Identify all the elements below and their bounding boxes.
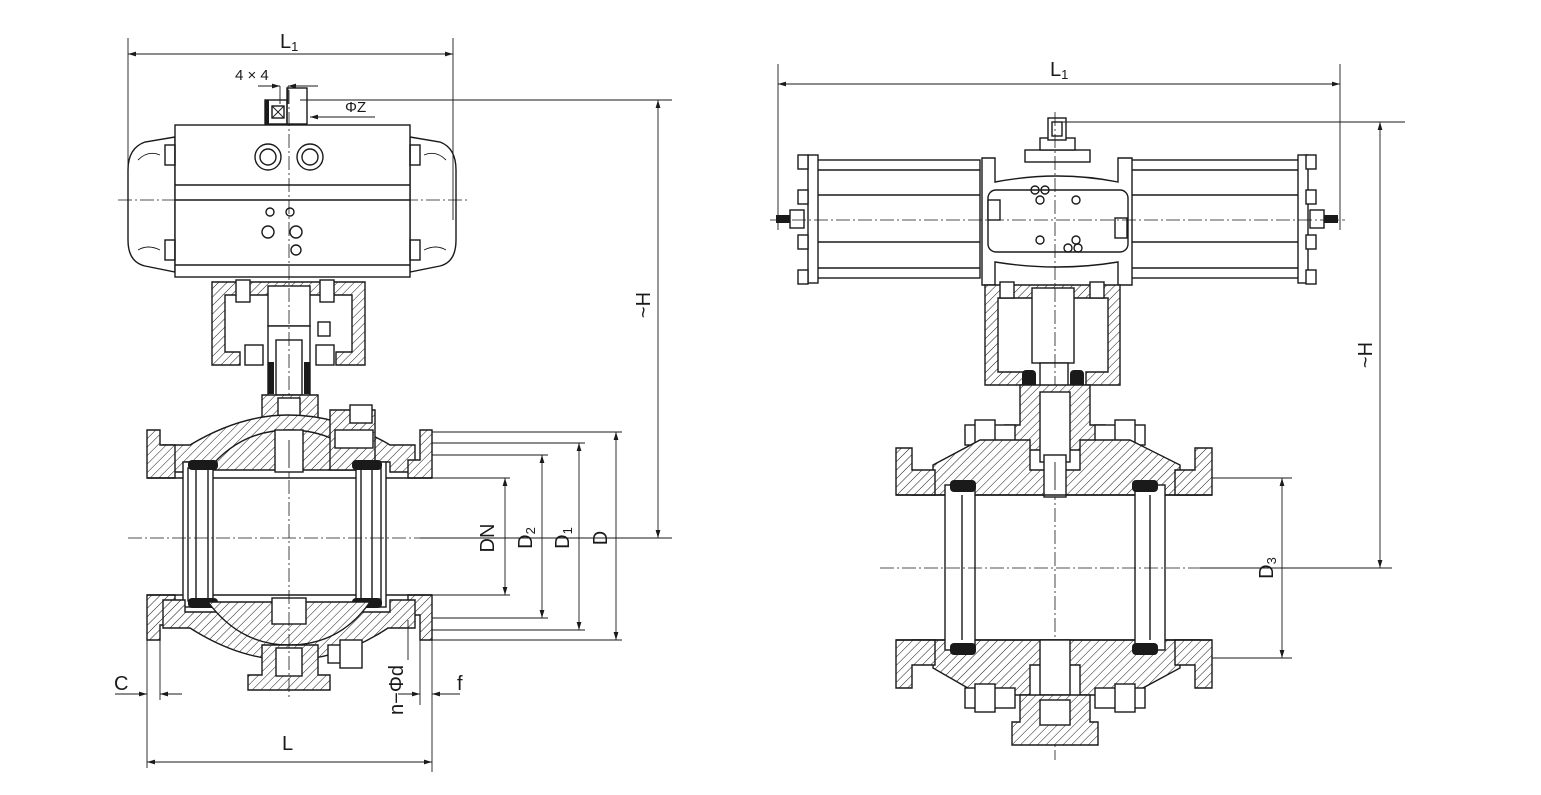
right-body — [880, 384, 1230, 746]
right-view: L1 ~H D3 — [770, 59, 1405, 760]
left-square-label: 4 × 4 — [235, 67, 269, 84]
right-actuator — [770, 117, 1345, 286]
left-l-label: L — [282, 733, 293, 755]
left-nphid-label: n−Φd — [386, 665, 408, 715]
left-dimensions — [115, 38, 672, 772]
left-h-label: ~H — [633, 292, 655, 318]
right-dimensions — [777, 64, 1405, 659]
left-d-label: D — [590, 531, 612, 545]
left-d1-label: D1 — [552, 527, 575, 549]
left-dn-label: DN — [477, 524, 499, 553]
left-d2-label: D2 — [515, 527, 538, 549]
left-c-label: C — [114, 673, 128, 695]
left-l1-label: L1 — [280, 31, 298, 54]
left-actuator — [118, 87, 470, 278]
left-view: L1 4 × 4 ΦZ ~H DN D2 D1 D C f n−Φd L — [114, 31, 672, 772]
left-f-label: f — [457, 673, 463, 695]
left-bracket — [211, 90, 366, 480]
left-body — [128, 394, 450, 700]
left-phiz-label: ΦZ — [345, 99, 366, 116]
right-d3-label: D3 — [1256, 557, 1279, 579]
right-h-label: ~H — [1355, 342, 1377, 368]
right-l1-label: L1 — [1050, 59, 1068, 82]
